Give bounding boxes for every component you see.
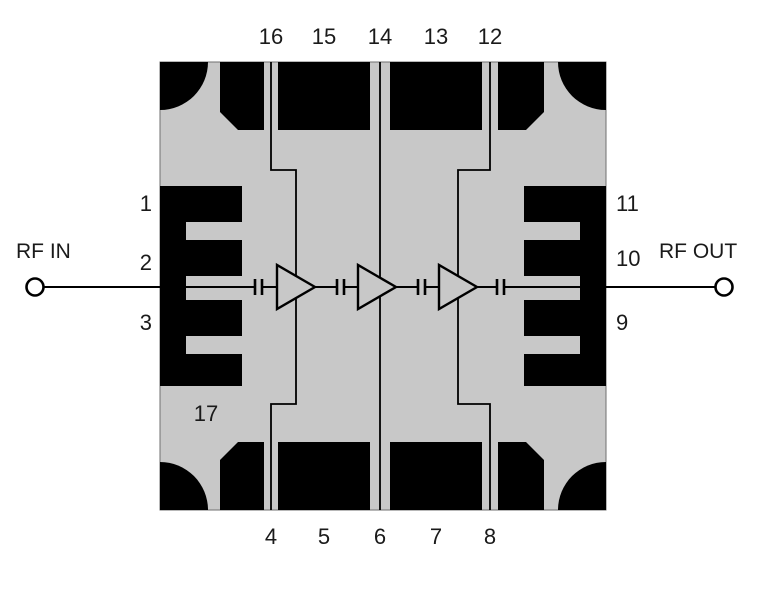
- pin-label-17: 17: [194, 401, 218, 426]
- signal-path: [253, 279, 506, 295]
- left-comb-finger-4: [160, 354, 242, 386]
- amplifier-stages: [275, 262, 480, 312]
- rf-in-label: RF IN: [16, 240, 71, 263]
- corner-fillets: [160, 62, 606, 510]
- pin-label-2: 2: [140, 250, 152, 275]
- top-pad-tooth-right: [498, 62, 544, 92]
- left-comb-finger-2: [160, 240, 242, 276]
- right-comb-finger-3: [524, 300, 606, 336]
- bottom-bar-mid-right: [390, 442, 482, 480]
- left-comb-finger-3: [160, 300, 242, 336]
- bias-lines: [270, 62, 491, 510]
- bias-line-pin4: [270, 298, 297, 510]
- bottom-bar-left: [220, 442, 264, 480]
- top-bar-mid-right: [390, 92, 482, 130]
- bottom-pad-tooth-7: [390, 480, 482, 510]
- bottom-pad-tooth-right: [498, 480, 544, 510]
- bias-line-pin16: [270, 62, 297, 276]
- pin-label-3: 3: [140, 310, 152, 335]
- bottom-pad-tooth-5: [278, 480, 370, 510]
- rf-out-label: RF OUT: [659, 240, 737, 263]
- amplifier-3: [437, 262, 480, 312]
- bottom-pad-tooth-left: [220, 480, 264, 510]
- pin-labels: 16 15 14 13 12 4 5 6 7 8 1 2 3 11 10 9 1…: [140, 24, 641, 549]
- top-pad-tooth-15: [278, 62, 370, 92]
- pin-label-13: 13: [424, 24, 448, 49]
- corner-fillet-bottom-right: [558, 462, 606, 510]
- bias-line-pin12: [457, 62, 491, 276]
- left-comb-finger-1: [160, 186, 242, 222]
- rf-in-terminal: [25, 277, 45, 297]
- right-comb-finger-4: [524, 354, 606, 386]
- coupling-cap-4: [495, 279, 506, 295]
- pin-label-16: 16: [259, 24, 283, 49]
- right-comb-finger-1: [524, 186, 606, 222]
- coupling-cap-1: [253, 279, 264, 295]
- pin-label-12: 12: [478, 24, 502, 49]
- pin-label-4: 4: [265, 524, 277, 549]
- top-pad-tooth-left: [220, 62, 264, 92]
- pin-label-5: 5: [318, 524, 330, 549]
- coupling-cap-3: [416, 279, 427, 295]
- bottom-pad-structure: [220, 442, 544, 510]
- corner-fillet-top-right: [558, 62, 606, 110]
- pin-label-7: 7: [430, 524, 442, 549]
- rf-out-terminal: [714, 277, 734, 297]
- amplifier-1: [275, 262, 318, 312]
- corner-fillet-top-left: [160, 62, 208, 110]
- coupling-cap-2: [335, 279, 346, 295]
- pin-label-10: 10: [616, 246, 640, 271]
- bottom-bar-right: [498, 442, 544, 480]
- pin-label-9: 9: [616, 310, 628, 335]
- right-comb-finger-2: [524, 240, 606, 276]
- top-pad-tooth-13: [390, 62, 482, 92]
- pin-label-14: 14: [368, 24, 392, 49]
- bias-line-pin8: [457, 298, 491, 510]
- corner-fillet-bottom-left: [160, 462, 208, 510]
- pin-label-15: 15: [312, 24, 336, 49]
- pin-label-6: 6: [374, 524, 386, 549]
- top-bar-mid-left: [278, 92, 370, 130]
- top-bar-left: [220, 92, 264, 130]
- bottom-bar-mid-left: [278, 442, 370, 480]
- right-pad-comb: [524, 186, 606, 386]
- amplifier-2: [356, 262, 399, 312]
- pin-label-8: 8: [484, 524, 496, 549]
- top-bar-right: [498, 92, 544, 130]
- pin-label-1: 1: [140, 191, 152, 216]
- top-pad-structure: [220, 62, 544, 130]
- pin-label-11: 11: [616, 191, 639, 216]
